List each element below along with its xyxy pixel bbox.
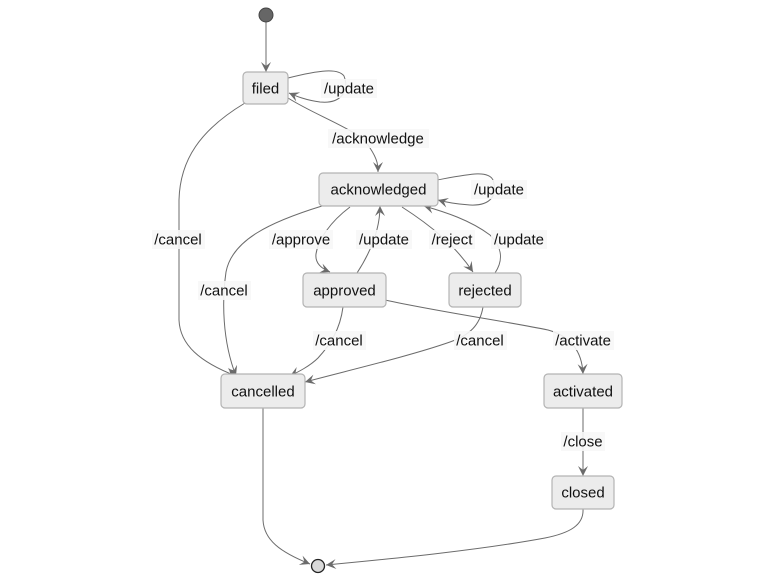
edge-acknowledged-approved bbox=[315, 206, 351, 273]
state-rejected[interactable]: rejected bbox=[448, 272, 522, 308]
label-close: /close bbox=[563, 434, 602, 451]
state-label: filed bbox=[252, 81, 280, 98]
edge-closed-end bbox=[325, 508, 584, 570]
label-filed-acknowledge: /acknowledge bbox=[332, 131, 424, 148]
edge-cancelled-end bbox=[262, 408, 311, 565]
edge-filed-cancelled bbox=[178, 102, 246, 378]
label-approved-cancel: /cancel bbox=[315, 333, 363, 350]
label-activate: /activate bbox=[555, 333, 611, 350]
label-approve: /approve bbox=[272, 232, 330, 249]
label-approved-update: /update bbox=[359, 232, 409, 249]
label-rejected-update: /update bbox=[494, 232, 544, 249]
end-node bbox=[310, 558, 326, 574]
start-node bbox=[258, 7, 274, 23]
edge-approved-cancelled bbox=[289, 306, 344, 377]
label-acknowledged-cancel: /cancel bbox=[200, 283, 248, 300]
label-rejected-cancel: /cancel bbox=[456, 333, 504, 350]
state-label: activated bbox=[553, 384, 613, 401]
state-label: acknowledged bbox=[331, 182, 427, 199]
label-reject: /reject bbox=[432, 232, 474, 249]
edge-labels: /update /acknowledge /cancel /update /ap… bbox=[152, 79, 614, 451]
state-approved[interactable]: approved bbox=[302, 272, 387, 308]
edge-acknowledged-cancelled bbox=[223, 205, 323, 377]
state-label: closed bbox=[561, 485, 604, 502]
state-closed[interactable]: closed bbox=[551, 475, 615, 510]
edge-approved-activated bbox=[384, 299, 588, 375]
state-label: rejected bbox=[458, 283, 511, 300]
label-filed-update: /update bbox=[324, 81, 374, 98]
state-label: approved bbox=[313, 283, 376, 300]
state-cancelled[interactable]: cancelled bbox=[220, 373, 306, 409]
state-label: cancelled bbox=[231, 384, 294, 401]
state-activated[interactable]: activated bbox=[543, 373, 623, 409]
state-acknowledged[interactable]: acknowledged bbox=[318, 172, 439, 207]
edge-rejected-cancelled bbox=[304, 306, 484, 385]
edge-rejected-acknowledged bbox=[423, 203, 501, 274]
label-filed-cancel: /cancel bbox=[154, 232, 202, 249]
state-filed[interactable]: filed bbox=[242, 71, 289, 105]
label-acknowledged-update: /update bbox=[474, 182, 524, 199]
